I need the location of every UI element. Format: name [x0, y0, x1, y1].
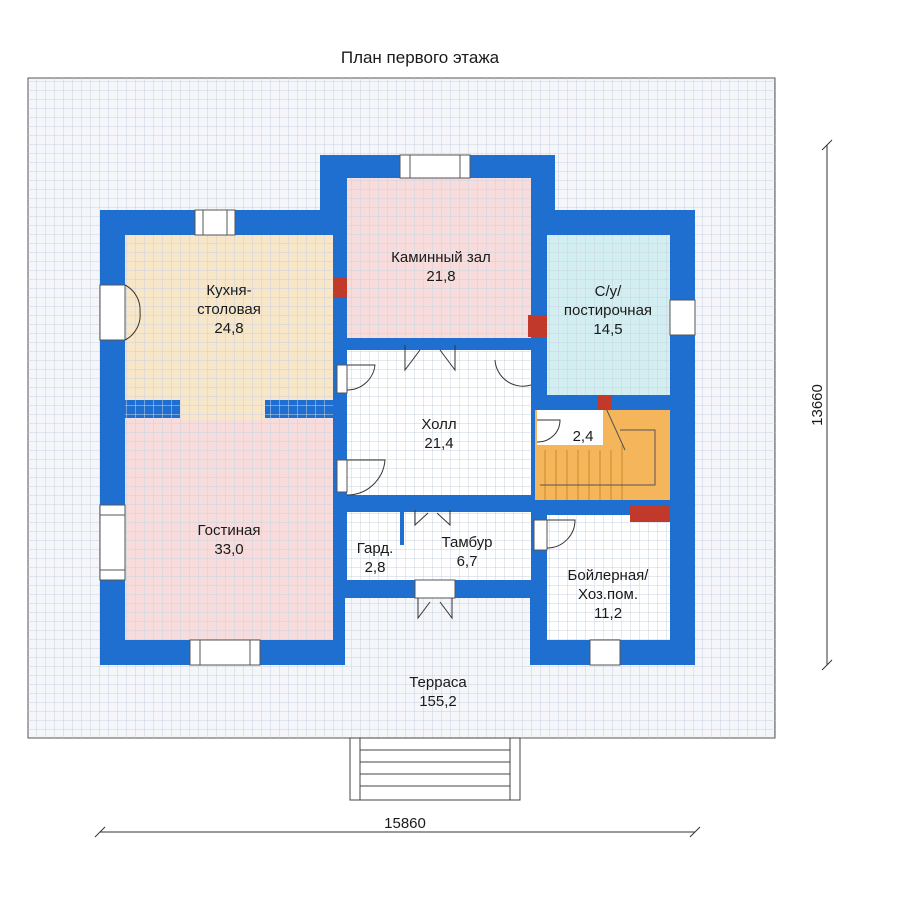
room-area-boiler: 11,2 — [594, 605, 622, 622]
room-label-boiler-2: Хоз.пом. — [578, 586, 638, 603]
room-label-living: Гостиная — [198, 522, 261, 539]
room-area-vestibule: 6,7 — [457, 553, 478, 570]
chimneys — [333, 278, 670, 522]
staircase — [540, 394, 656, 500]
room-label-wardrobe: Гард. — [357, 540, 394, 557]
room-area-hall: 21,4 — [424, 435, 453, 452]
dimension-depth — [821, 139, 833, 671]
windows — [99, 154, 696, 666]
room-label-bathroom-2: постирочная — [564, 302, 652, 319]
room-area-storage: 2,4 — [573, 428, 594, 445]
room-label-vestibule: Тамбур — [442, 534, 493, 551]
dimension-depth-label: 13660 — [809, 384, 826, 426]
room-area-bathroom: 14,5 — [593, 321, 622, 338]
room-grids — [125, 178, 670, 640]
room-label-fireplace-hall: Каминный зал — [391, 249, 491, 266]
plan-title: План первого этажа — [341, 48, 500, 67]
room-area-terrace: 155,2 — [419, 693, 457, 710]
room-area-wardrobe: 2,8 — [365, 559, 386, 576]
dimension-width — [94, 826, 701, 838]
entrance-steps — [349, 737, 521, 801]
room-label-hall: Холл — [421, 416, 456, 433]
room-label-bathroom: С/у/ — [595, 283, 623, 300]
room-label-terrace: Терраса — [409, 674, 467, 691]
dimension-width-label: 15860 — [384, 815, 426, 832]
room-area-kitchen: 24,8 — [214, 320, 243, 337]
door-swings — [124, 284, 576, 620]
room-area-living: 33,0 — [214, 541, 243, 558]
room-label-kitchen: Кухня- — [206, 282, 251, 299]
room-area-fireplace-hall: 21,8 — [426, 268, 455, 285]
room-label-kitchen-2: столовая — [197, 301, 261, 318]
room-label-boiler: Бойлерная/ — [568, 567, 650, 584]
